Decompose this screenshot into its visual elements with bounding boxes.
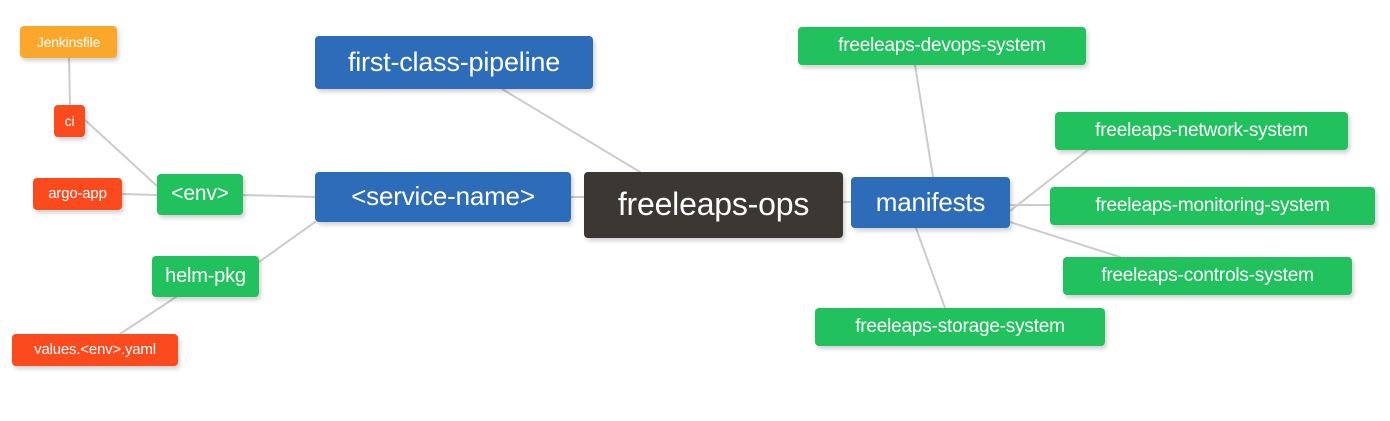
node-jenkinsfile[interactable]: Jenkinsfile bbox=[20, 26, 117, 58]
edge-jenkinsfile-to-ci bbox=[68, 57, 71, 106]
node-label-jenkinsfile: Jenkinsfile bbox=[36, 33, 101, 50]
node-freeleaps-network-system[interactable]: freeleaps-network-system bbox=[1055, 112, 1348, 150]
node-argo-app[interactable]: argo-app bbox=[33, 178, 122, 210]
node-label-service-name: <service-name> bbox=[351, 181, 535, 212]
node-label-values-yaml: values.<env>.yaml bbox=[34, 341, 156, 359]
node-label-freeleaps-controls-system: freeleaps-controls-system bbox=[1101, 265, 1314, 287]
node-label-helm-pkg: helm-pkg bbox=[165, 265, 246, 287]
node-label-argo-app: argo-app bbox=[48, 185, 107, 203]
node-freeleaps-storage-system[interactable]: freeleaps-storage-system bbox=[815, 308, 1105, 346]
node-first-class-pipeline[interactable]: first-class-pipeline bbox=[315, 36, 593, 89]
edge-manifests-to-freeleaps-devops-system bbox=[914, 64, 934, 178]
node-label-ci: ci bbox=[64, 112, 75, 129]
node-freeleaps-devops-system[interactable]: freeleaps-devops-system bbox=[798, 27, 1086, 65]
node-label-freeleaps-network-system: freeleaps-network-system bbox=[1095, 120, 1308, 142]
edge-env-to-service-name bbox=[242, 194, 316, 198]
node-label-freeleaps-storage-system: freeleaps-storage-system bbox=[855, 316, 1065, 338]
node-helm-pkg[interactable]: helm-pkg bbox=[152, 256, 259, 297]
edge-ci-to-env bbox=[84, 119, 158, 187]
node-values-yaml[interactable]: values.<env>.yaml bbox=[12, 334, 178, 366]
node-service-name[interactable]: <service-name> bbox=[315, 172, 571, 222]
node-env[interactable]: <env> bbox=[157, 174, 243, 215]
node-freeleaps-ops[interactable]: freeleaps-ops bbox=[584, 172, 843, 238]
edge-helm-pkg-to-values-yaml bbox=[119, 296, 177, 335]
edge-service-name-to-helm-pkg bbox=[258, 221, 316, 263]
node-ci[interactable]: ci bbox=[54, 105, 85, 137]
node-freeleaps-monitoring-system[interactable]: freeleaps-monitoring-system bbox=[1050, 187, 1375, 225]
node-label-env: <env> bbox=[171, 182, 229, 206]
node-label-freeleaps-ops: freeleaps-ops bbox=[617, 186, 810, 223]
node-label-freeleaps-devops-system: freeleaps-devops-system bbox=[838, 35, 1046, 57]
node-manifests[interactable]: manifests bbox=[851, 177, 1010, 228]
node-label-first-class-pipeline: first-class-pipeline bbox=[347, 47, 561, 78]
node-label-manifests: manifests bbox=[875, 186, 986, 217]
edge-first-class-pipeline-to-freeleaps-ops bbox=[501, 88, 641, 173]
edge-argo-app-to-env bbox=[121, 193, 158, 196]
node-freeleaps-controls-system[interactable]: freeleaps-controls-system bbox=[1063, 257, 1352, 295]
edge-manifests-to-freeleaps-controls-system bbox=[1009, 221, 1121, 258]
edge-manifests-to-freeleaps-storage-system bbox=[915, 227, 946, 309]
node-label-freeleaps-monitoring-system: freeleaps-monitoring-system bbox=[1095, 195, 1330, 217]
